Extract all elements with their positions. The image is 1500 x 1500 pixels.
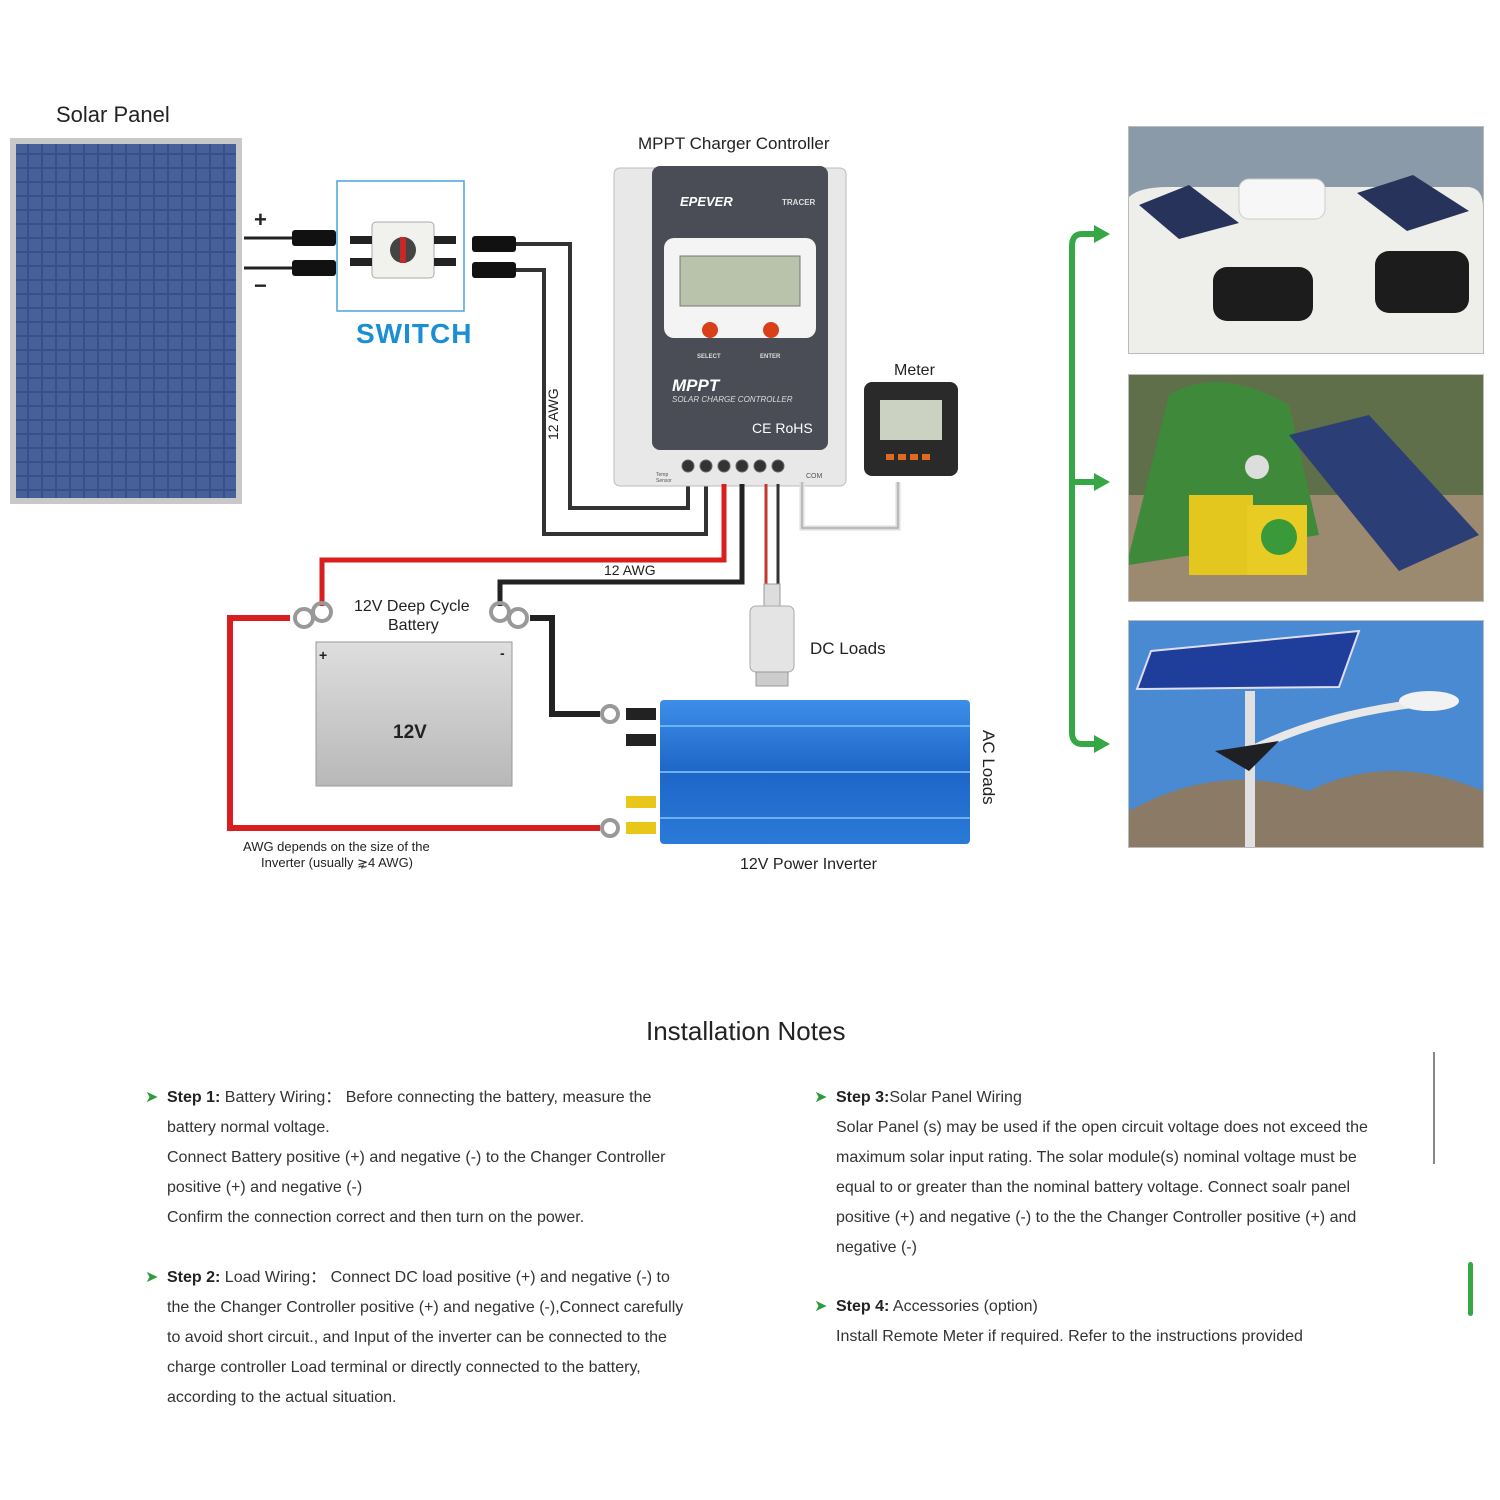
battery-minus-label: - — [500, 645, 505, 661]
note-step1: ➤ Step 1: Battery Wiring： Before connect… — [145, 1083, 747, 1233]
solar-panel-image — [10, 138, 242, 504]
step1-line-1: battery normal voltage. — [167, 1119, 330, 1136]
battery-title-line1: 12V Deep Cycle — [354, 598, 470, 615]
step1-line-4: Confirm the connection correct and then … — [167, 1209, 585, 1226]
controller-sub-label: SOLAR CHARGE CONTROLLER — [672, 395, 793, 404]
battery-voltage-label: 12V — [393, 722, 427, 743]
inverter-label: 12V Power Inverter — [740, 856, 877, 873]
edge-divider — [1433, 1052, 1435, 1164]
pv-wires-to-controller — [472, 236, 708, 536]
step1-heading: Step 1: — [167, 1089, 221, 1106]
arrow-bullet-icon: ➤ — [814, 1298, 828, 1315]
battery-title-line2: Battery — [388, 617, 439, 634]
step1-line-0: Battery Wiring： Before connecting the ba… — [224, 1089, 652, 1106]
controller-mppt-label: MPPT — [672, 376, 720, 395]
step3-heading: Step 3: — [836, 1089, 890, 1106]
power-inverter-image — [626, 700, 970, 844]
step2-line-1: the the Changer Controller positive (+) … — [167, 1299, 684, 1316]
panel-minus-label: − — [254, 273, 267, 298]
arrow-bullet-icon: ➤ — [145, 1269, 159, 1286]
controller-temp-label: Temp Sensor — [656, 472, 672, 484]
step2-line-4: according to the actual situation. — [167, 1389, 397, 1406]
step2-heading: Step 2: — [167, 1269, 221, 1286]
note-step3: ➤ Step 3:Solar Panel Wiring Solar Panel … — [814, 1083, 1436, 1263]
ac-loads-label: AC Loads — [979, 730, 998, 805]
street-light-solar-photo — [1128, 620, 1484, 848]
battery-wires-to-inverter — [227, 615, 620, 838]
battery-wires-to-controller — [319, 484, 745, 606]
step3-line-4: positive (+) and negative (-) to the the… — [836, 1209, 1357, 1226]
step4-heading: Step 4: — [836, 1298, 890, 1315]
remote-meter-image — [799, 382, 958, 531]
step1-line-3: positive (+) and negative (-) — [167, 1179, 363, 1196]
wiring-diagram — [10, 138, 1110, 844]
controller-cert-label: CE RoHS — [752, 420, 813, 436]
edge-accent-bar — [1468, 1262, 1473, 1316]
awg-horizontal-label: 12 AWG — [604, 562, 656, 578]
awg-note-line1: AWG depends on the size of the — [243, 839, 430, 854]
step3-line-5: negative (-) — [836, 1239, 917, 1256]
battery-image — [293, 601, 529, 787]
step3-line-3: equal to or greater than the nominal bat… — [836, 1179, 1351, 1196]
notes-title: Installation Notes — [646, 1016, 846, 1046]
switch-image — [336, 180, 465, 312]
panel-leads — [244, 230, 336, 276]
step2-line-0: Load Wiring： Connect DC load positive (+… — [224, 1269, 670, 1286]
note-step2: ➤ Step 2: Load Wiring： Connect DC load p… — [145, 1263, 757, 1413]
dc-loads-label: DC Loads — [810, 639, 886, 658]
controller-brand: EPEVER — [680, 194, 733, 209]
arrow-bullet-icon: ➤ — [145, 1089, 159, 1106]
camping-solar-photo — [1128, 374, 1484, 602]
solar-panel-label: Solar Panel — [56, 102, 170, 127]
awg-note-line2: Inverter (usually ⋧4 AWG) — [261, 855, 414, 870]
controller-select-label: SELECT — [697, 354, 721, 360]
controller-com-label: COM — [806, 473, 823, 480]
step4-line-1: Install Remote Meter if required. Refer … — [836, 1328, 1303, 1345]
battery-plus-label: + — [319, 647, 328, 663]
step3-line-1: Solar Panel (s) may be used if the open … — [836, 1119, 1368, 1136]
panel-plus-label: + — [254, 207, 267, 232]
controller-title: MPPT Charger Controller — [638, 134, 830, 153]
green-arrowheads — [1094, 225, 1110, 753]
controller-model: TRACER — [782, 198, 816, 207]
step2-line-2: to avoid short circuit., and Input of th… — [167, 1329, 667, 1346]
step1-line-2: Connect Battery positive (+) and negativ… — [167, 1149, 666, 1166]
step3-line-0: Solar Panel Wiring — [889, 1089, 1022, 1106]
green-bracket-arrow-icon — [1069, 231, 1096, 747]
awg-vertical-label: 12 AWG — [545, 388, 561, 440]
rv-roof-solar-photo — [1128, 126, 1484, 354]
step4-line-0: Accessories (option) — [892, 1298, 1038, 1315]
step3-line-2: maximum solar input rating. The solar mo… — [836, 1149, 1357, 1166]
switch-label: SWITCH — [356, 318, 473, 349]
controller-enter-label: ENTER — [760, 354, 781, 360]
arrow-bullet-icon: ➤ — [814, 1089, 828, 1106]
meter-label: Meter — [894, 362, 935, 379]
note-step4: ➤ Step 4: Accessories (option) Install R… — [814, 1292, 1436, 1352]
mppt-controller-image — [613, 166, 847, 487]
dc-load-bulb-image — [749, 484, 795, 687]
step2-line-3: charge controller Load terminal or direc… — [167, 1359, 641, 1376]
